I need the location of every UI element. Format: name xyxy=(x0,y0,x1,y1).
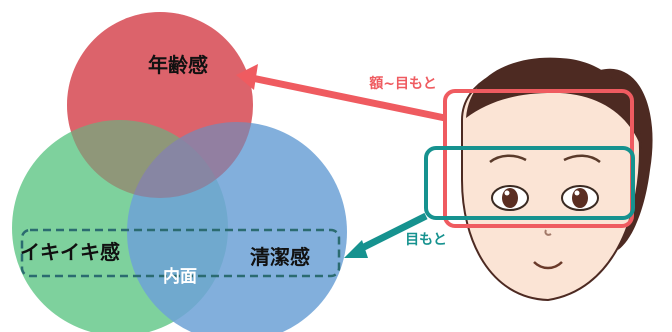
left-eyebrow xyxy=(489,154,527,164)
lower-arrow-head xyxy=(344,240,368,258)
upper-arrow-label: 額~目もと xyxy=(368,75,436,92)
venn-overlap-tint xyxy=(67,12,253,198)
right-eyebrow xyxy=(563,154,601,164)
venn-circle-right xyxy=(127,122,347,332)
face-illustration xyxy=(461,57,653,302)
lower-arrow-line xyxy=(356,212,428,254)
nose xyxy=(544,229,552,236)
eyes-box xyxy=(424,146,635,220)
ponytail xyxy=(600,68,653,250)
dashed-band xyxy=(20,228,341,278)
mouth xyxy=(533,261,563,270)
label-center: 内面 xyxy=(163,266,197,287)
label-right: 清潔感 xyxy=(250,245,310,269)
upper-arrow-line xyxy=(251,74,446,122)
lower-arrow-label: 目もと xyxy=(405,232,447,248)
label-left: イキイキ感 xyxy=(20,240,120,264)
upper-arrow-head xyxy=(236,64,258,90)
right-eye-highlight xyxy=(574,190,580,196)
left-eye-highlight xyxy=(504,190,510,196)
right-eye-pupil xyxy=(572,188,588,208)
label-top: 年齢感 xyxy=(148,53,208,77)
left-eye-pupil xyxy=(502,188,518,208)
hair-top xyxy=(466,57,642,151)
